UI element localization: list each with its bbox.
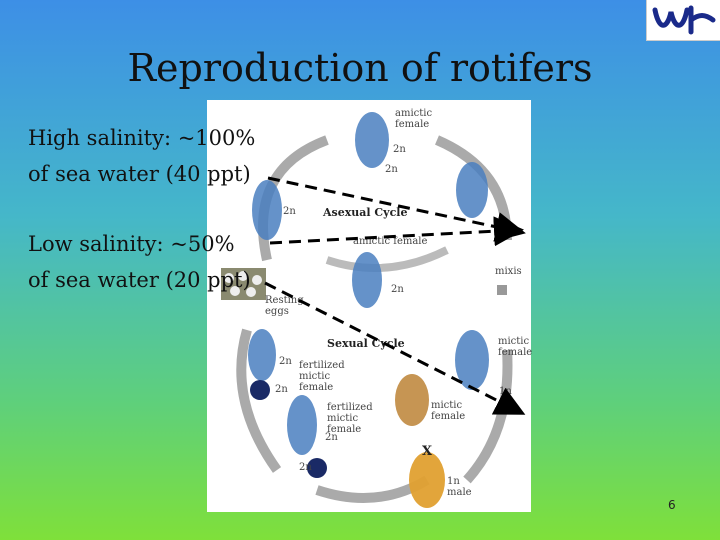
rotifer-male: [409, 452, 445, 508]
rotifer-life-cycle-figure: amictic female 2n 2n 2n Asexual Cycle am…: [207, 100, 531, 512]
label-2n-f: 2n: [275, 384, 288, 395]
label-cross: X: [422, 444, 432, 459]
logo-mark-icon: [647, 0, 720, 40]
logo: [646, 0, 720, 41]
low-salinity-line2: of sea water (20 ppt): [28, 268, 251, 292]
high-salinity-line2: of sea water (40 ppt): [28, 162, 251, 186]
rotifer-mictic-right: [455, 330, 489, 390]
egg-left: [250, 380, 270, 400]
label-2n-c: 2n: [283, 206, 296, 217]
rotifer-right-upper: [456, 162, 488, 218]
high-salinity-line1: High salinity: ~100%: [28, 126, 255, 150]
rotifer-fertilized-left: [248, 329, 276, 381]
cycle-arrow-middle: [327, 250, 447, 268]
life-cycle-diagram: [207, 100, 531, 512]
label-male: 1n male: [447, 476, 472, 498]
slide-title: Reproduction of rotifers: [0, 46, 720, 90]
rotifer-left-upper: [252, 180, 282, 240]
rotifer-fertilized-bottom: [287, 395, 317, 455]
label-amictic-female-top: amictic female: [395, 108, 432, 130]
page-number: 6: [668, 498, 676, 512]
label-2n-d: 2n: [391, 284, 404, 295]
label-asexual-cycle: Asexual Cycle: [323, 206, 407, 219]
rotifer-amictic-middle: [352, 252, 382, 308]
label-2n-e: 2n: [279, 356, 292, 367]
label-mictic-female-center: mictic female: [431, 400, 465, 422]
label-sexual-cycle: Sexual Cycle: [327, 337, 405, 350]
label-fertilized-mictic-female-2: fertilized mictic female: [327, 402, 373, 435]
label-2n-h: 2n: [299, 462, 312, 473]
label-fertilized-mictic-female-1: fertilized mictic female: [299, 360, 345, 393]
label-2n-g: 2n: [325, 432, 338, 443]
label-1n-a: 1n: [499, 386, 512, 397]
label-mictic-female-right: mictic female: [498, 336, 532, 358]
rotifer-mictic-center: [395, 374, 429, 426]
label-resting-eggs: Resting eggs: [265, 295, 304, 317]
label-amictic-female-mid: amictic female: [353, 236, 427, 247]
rotifer-amictic-top: [355, 112, 389, 168]
label-2n-b: 2n: [385, 164, 398, 175]
label-2n-a: 2n: [393, 144, 406, 155]
label-mixis: mixis: [495, 266, 522, 277]
low-salinity-line1: Low salinity: ~50%: [28, 232, 235, 256]
